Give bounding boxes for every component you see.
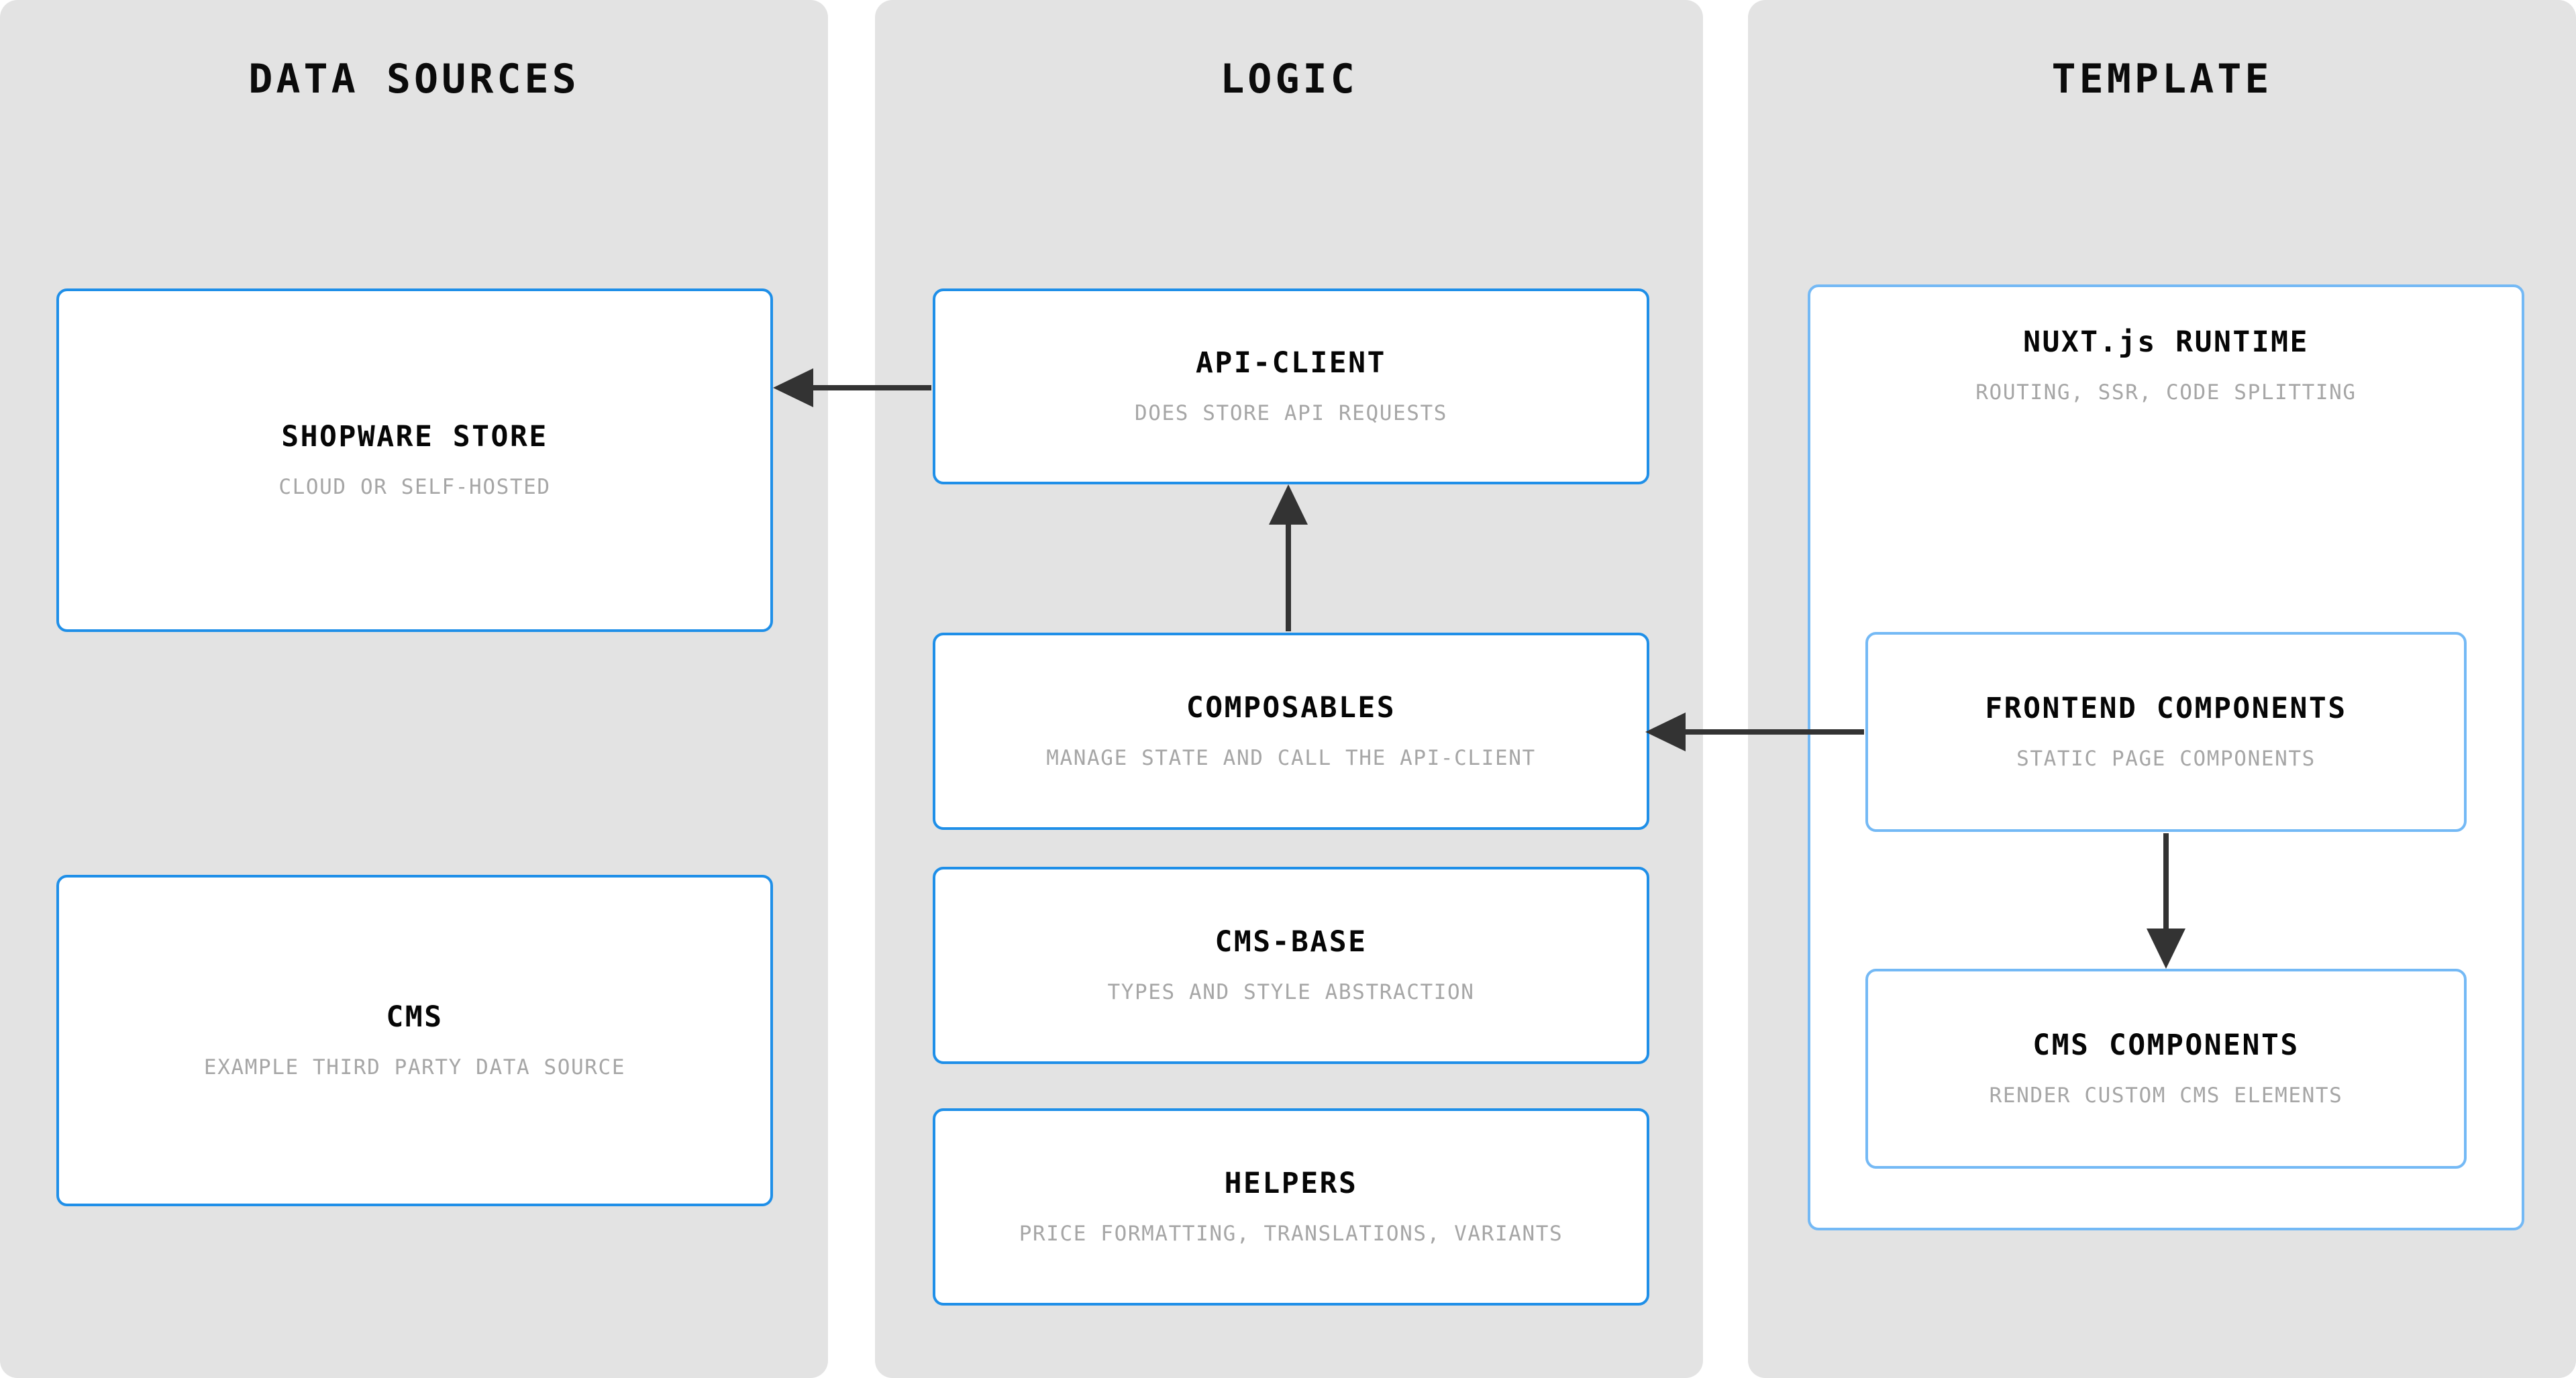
lane-title-data-sources: DATA SOURCES	[248, 56, 580, 103]
node-title: CMS-BASE	[1215, 925, 1368, 959]
node-subtitle: RENDER CUSTOM CMS ELEMENTS	[1989, 1083, 2343, 1108]
node-subtitle: PRICE FORMATTING, TRANSLATIONS, VARIANTS	[1019, 1222, 1563, 1247]
node-helpers[interactable]: HELPERS PRICE FORMATTING, TRANSLATIONS, …	[933, 1108, 1649, 1306]
node-shopware-store[interactable]: SHOPWARE STORE CLOUD OR SELF-HOSTED	[56, 288, 773, 632]
node-subtitle: MANAGE STATE AND CALL THE API-CLIENT	[1046, 746, 1536, 771]
node-title: FRONTEND COMPONENTS	[1985, 692, 2347, 726]
node-title: CMS COMPONENTS	[2032, 1028, 2300, 1063]
node-cms[interactable]: CMS EXAMPLE THIRD PARTY DATA SOURCE	[56, 875, 773, 1206]
node-frontend-components[interactable]: FRONTEND COMPONENTS STATIC PAGE COMPONEN…	[1865, 632, 2467, 832]
lane-title-template: TEMPLATE	[2051, 56, 2273, 103]
node-title: NUXT.js RUNTIME	[2023, 325, 2309, 359]
node-subtitle: ROUTING, SSR, CODE SPLITTING	[1975, 380, 2357, 405]
node-subtitle: DOES STORE API REQUESTS	[1134, 401, 1448, 426]
node-subtitle: CLOUD OR SELF-HOSTED	[278, 475, 551, 500]
node-title: COMPOSABLES	[1186, 691, 1396, 725]
node-cms-base[interactable]: CMS-BASE TYPES AND STYLE ABSTRACTION	[933, 867, 1649, 1064]
node-subtitle: TYPES AND STYLE ABSTRACTION	[1107, 980, 1475, 1005]
node-subtitle: EXAMPLE THIRD PARTY DATA SOURCE	[203, 1055, 626, 1080]
node-title: HELPERS	[1224, 1167, 1358, 1201]
node-title: SHOPWARE STORE	[281, 420, 548, 454]
lane-title-logic: LOGIC	[1220, 56, 1358, 103]
node-api-client[interactable]: API-CLIENT DOES STORE API REQUESTS	[933, 288, 1649, 484]
node-subtitle: STATIC PAGE COMPONENTS	[2016, 747, 2316, 772]
node-title: CMS	[386, 1000, 444, 1035]
node-title: API-CLIENT	[1196, 346, 1386, 380]
node-cms-components[interactable]: CMS COMPONENTS RENDER CUSTOM CMS ELEMENT…	[1865, 969, 2467, 1169]
node-composables[interactable]: COMPOSABLES MANAGE STATE AND CALL THE AP…	[933, 633, 1649, 830]
